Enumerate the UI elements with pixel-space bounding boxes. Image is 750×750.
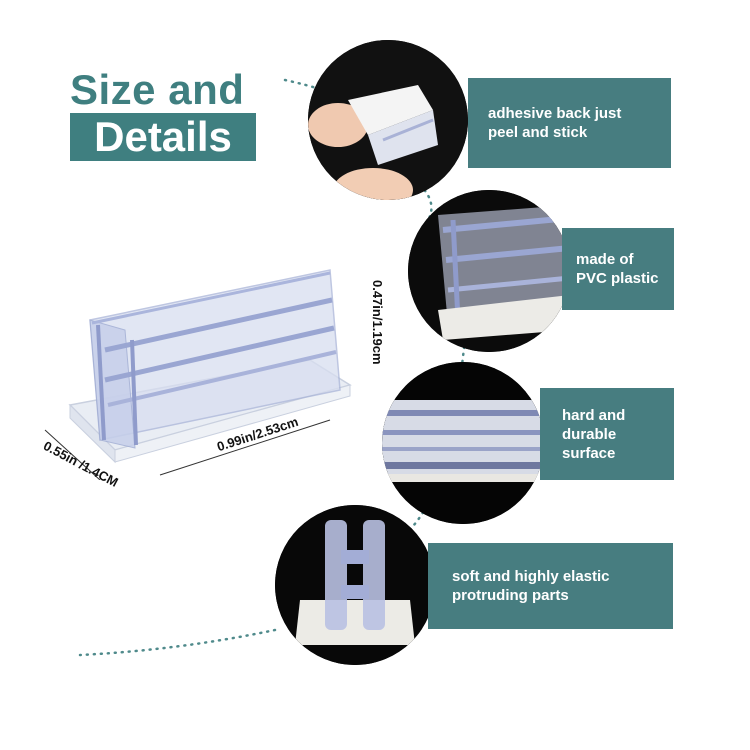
feature-adhesive: adhesive back just peel and stick (468, 78, 671, 168)
feature-pvc-label: made of PVC plastic (576, 251, 659, 287)
page-title-line2: Details (70, 113, 256, 161)
product-illustration (44, 269, 352, 480)
detail-image-protruding (275, 505, 435, 665)
detail-image-surface (382, 362, 544, 524)
feature-protruding: soft and highly elastic protruding parts (428, 543, 673, 629)
feature-surface-label: hard and durable surface (562, 406, 626, 462)
detail-image-adhesive (308, 40, 468, 200)
detail-image-pvc (408, 190, 570, 352)
dimension-height: 0.47in/1.19cm (370, 280, 385, 365)
feature-adhesive-label: adhesive back just peel and stick (488, 105, 622, 141)
page-title-line1: Size and (70, 66, 245, 113)
feature-pvc: made of PVC plastic (562, 228, 674, 310)
feature-surface: hard and durable surface (540, 388, 674, 480)
feature-protruding-label: soft and highly elastic protruding parts (452, 568, 610, 604)
